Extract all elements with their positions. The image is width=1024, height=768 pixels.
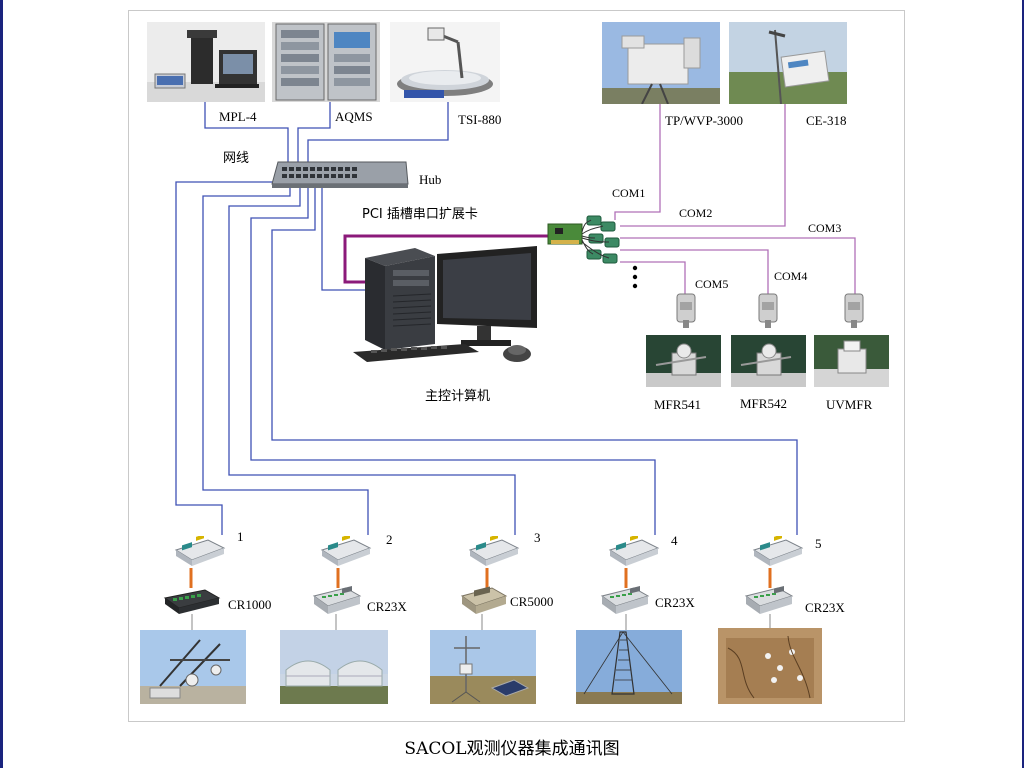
datalogger-cr5000 (460, 586, 508, 616)
host-computer (345, 240, 545, 370)
wire-tsi-hub (307, 100, 449, 162)
rs-converter-5 (752, 536, 804, 568)
label-cr23x-4: CR23X (655, 595, 695, 610)
figure-caption: SACOL观测仪器集成通讯图 (404, 739, 620, 759)
pci-serial-card (545, 210, 625, 266)
wire-hub-logger-2 (202, 188, 369, 535)
wire-mpl-hub (204, 100, 289, 162)
field-photo-tower (576, 630, 682, 704)
aqms-photo (272, 22, 380, 102)
tsi-880-photo (390, 22, 500, 102)
wire-com2 (620, 103, 786, 227)
tp-wvp-3000-photo (602, 22, 720, 104)
serial-converter-com5 (674, 292, 698, 328)
datalogger-cr23x-2 (312, 586, 362, 616)
label-network-cable: 网线 (223, 151, 250, 166)
label-cr1000: CR1000 (228, 597, 272, 612)
field-photo-shelters (280, 630, 388, 704)
label-pci-card: PCI 插槽串口扩展卡 (362, 207, 478, 222)
wire-hub-logger-4 (250, 188, 656, 535)
field-photo-radiation-rack (140, 630, 246, 704)
wire-com5 (620, 261, 686, 295)
label-host-computer: 主控计算机 (425, 389, 491, 404)
datalogger-cr23x-5 (744, 586, 794, 616)
network-hub (268, 158, 410, 190)
slide-right-border (1022, 0, 1024, 768)
label-com3: COM3 (808, 221, 842, 235)
cable-pci-pc (343, 234, 548, 284)
more-com-dot (632, 283, 638, 289)
field-photo-station (430, 630, 536, 704)
datalogger-cr1000 (163, 588, 221, 616)
serial-converter-com3 (842, 292, 866, 328)
label-logger-3-number: 3 (534, 530, 541, 545)
wire-hub-logger-5 (271, 188, 798, 535)
label-logger-4-number: 4 (671, 533, 678, 548)
mfr541-photo (646, 335, 721, 387)
wire-com1 (614, 103, 661, 220)
rs-converter-1 (174, 536, 226, 568)
label-cr23x-2: CR23X (367, 599, 407, 614)
serial-converter-com4 (756, 292, 780, 328)
wire-com4 (620, 249, 769, 295)
label-mfr542: MFR542 (740, 396, 787, 411)
rs-converter-3 (468, 536, 520, 568)
rs-converter-4 (608, 536, 660, 568)
label-com4: COM4 (774, 269, 808, 283)
label-cr5000: CR5000 (510, 594, 554, 609)
wire-hub-logger-1 (175, 181, 281, 535)
label-logger-5-number: 5 (815, 536, 822, 551)
ce-318-photo (729, 22, 847, 104)
wire-hub-logger-3 (228, 188, 516, 535)
label-hub: Hub (419, 172, 442, 187)
wire-com3 (620, 237, 856, 298)
mfr542-photo (731, 335, 806, 387)
label-logger-1-number: 1 (237, 529, 244, 544)
slide-left-border (0, 0, 3, 768)
label-com1: COM1 (612, 186, 646, 200)
label-tsi-880: TSI-880 (458, 112, 502, 127)
label-ce-318: CE-318 (806, 113, 847, 128)
more-com-dot (632, 265, 638, 271)
mpl-4-photo (147, 22, 265, 102)
label-cr23x-5: CR23X (805, 600, 845, 615)
rs-converter-2 (320, 536, 372, 568)
uvmfr-photo (814, 335, 889, 387)
label-tp-wvp-3000: TP/WVP-3000 (665, 113, 743, 128)
wire-aqms-hub (297, 100, 331, 162)
label-logger-2-number: 2 (386, 532, 393, 547)
more-com-dot (632, 274, 638, 280)
label-mpl-4: MPL-4 (219, 109, 257, 124)
wire-hub-pc (321, 188, 365, 291)
label-mfr541: MFR541 (654, 397, 701, 412)
label-aqms: AQMS (335, 109, 373, 124)
datalogger-cr23x-4 (600, 586, 650, 616)
label-uvmfr: UVMFR (826, 397, 873, 412)
field-photo-soil-pit (718, 628, 822, 704)
label-com2: COM2 (679, 206, 713, 220)
label-com5: COM5 (695, 277, 729, 291)
